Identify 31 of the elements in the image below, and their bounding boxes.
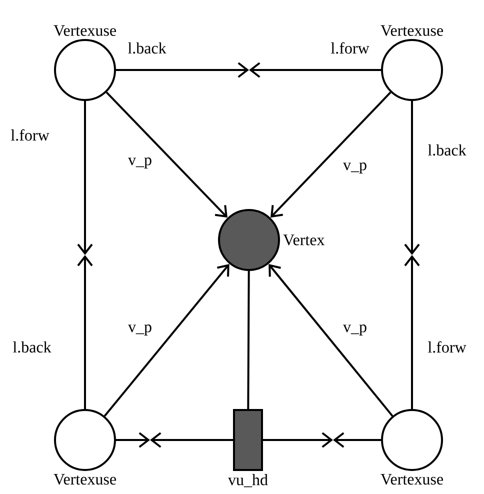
arrow	[77, 255, 93, 409]
arrow	[77, 101, 93, 255]
arrow	[268, 264, 394, 417]
arrow	[150, 432, 233, 448]
node-label: Vertex	[283, 234, 325, 246]
arrow	[104, 264, 230, 417]
node-label: vu_hd	[228, 474, 268, 488]
edge-label: l.back	[426, 143, 468, 157]
edge-label: v_p	[342, 162, 368, 174]
edge-label: v_p	[342, 324, 368, 336]
node-label: Vertexuse	[380, 25, 444, 36]
edge-label: v_p	[127, 324, 153, 336]
node-label: Vertexuse	[54, 474, 116, 485]
edge-label: l.back	[12, 340, 52, 354]
node-label: Vertexuse	[380, 474, 444, 485]
edge-label: l.back	[126, 41, 168, 55]
arrow	[249, 62, 381, 78]
arrow	[270, 92, 392, 218]
arrow	[116, 62, 249, 78]
edge-label: l.forw	[426, 340, 468, 354]
arrow	[333, 432, 381, 448]
arrow	[116, 432, 150, 448]
edge-label: l.forw	[10, 128, 50, 142]
arrow	[404, 255, 420, 409]
arrow	[404, 101, 420, 255]
arrow	[263, 432, 333, 448]
edge-label: v_p	[127, 156, 153, 170]
handle-rectangle: vu_hd	[228, 409, 268, 488]
arrow	[106, 92, 228, 218]
edge-label: l.forw	[330, 41, 370, 55]
node-label: Vertexuse	[54, 25, 116, 36]
